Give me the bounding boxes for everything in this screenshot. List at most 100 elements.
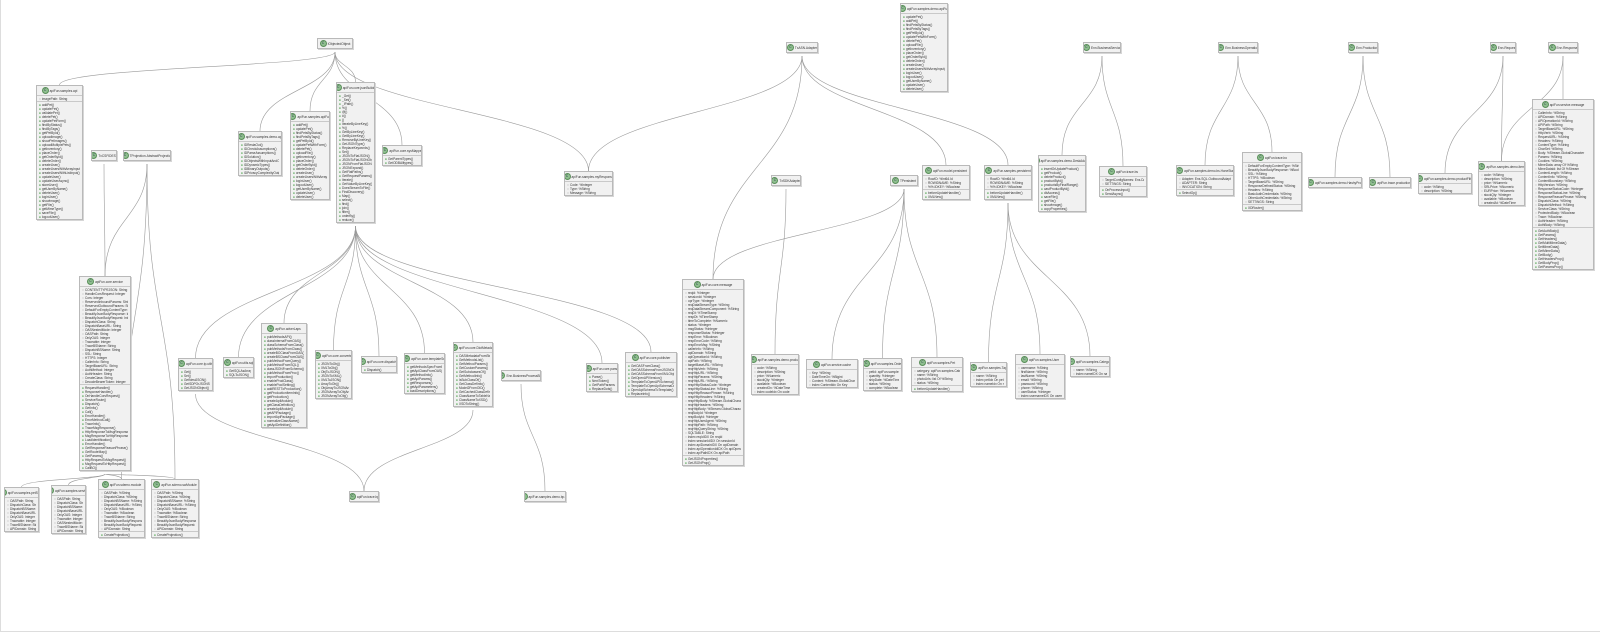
method-visibility-icon: ●: [339, 97, 341, 102]
field-row: ○status: %Integer: [685, 323, 741, 327]
class-name: apiFun.trace.bs: [1116, 169, 1138, 174]
field-text: code: %String: [756, 365, 777, 370]
method-text: %(): [341, 125, 347, 130]
field-text: Type: %String: [569, 186, 590, 191]
method-text: GetByLineKey(): [341, 129, 365, 134]
method-visibility-icon: ●: [1535, 260, 1537, 265]
method-row: ●GetSDPOrJSONString(): [181, 382, 210, 386]
field-row: ○OASPath: String: [54, 497, 83, 501]
class-icon: C: [812, 361, 820, 368]
field-text: targetBaseURL: %String: [687, 362, 723, 367]
class-apifun-samples-demo-productfilter[interactable]: CapiFun.samples.demo.productFilter○code:…: [1418, 173, 1472, 194]
method-row: ●updatePet(): [39, 107, 80, 111]
method-text: CallBO(): [84, 465, 98, 470]
method-row: ●productsByFinalRange(): [1041, 183, 1083, 187]
method-row: ●GetMethodsList(): [456, 358, 490, 362]
field-row: ○index apiOperationIdIDX On apiOperation…: [685, 447, 741, 451]
field-row: ○targetBaseURL: %String: [685, 363, 741, 367]
field-row: ○CONTENTTYPEJSON: String: [82, 288, 128, 292]
inheritance-edge: [59, 51, 336, 86]
method-visibility-icon: ●: [39, 182, 41, 187]
method-row: ●saveFile(): [1041, 195, 1083, 199]
field-visibility-icon: ○: [1481, 188, 1483, 193]
class-name: apiFun.samples.Tag: [978, 365, 1006, 370]
class-icon: C: [1219, 44, 1225, 51]
methods-section: ●JSONToObj()●XMLToObj()●ObjToJSON()●JSON…: [316, 360, 351, 398]
field-visibility-icon: ○: [685, 426, 687, 431]
method-visibility-icon: ●: [82, 445, 84, 450]
field-text: apiOperationId: %String: [687, 354, 722, 359]
method-row: ●createUser(): [293, 171, 327, 175]
field-row: ○ROWIDNAME: %String: [987, 181, 1029, 185]
method-text: GetParams(): [84, 453, 104, 458]
field-text: reqId: %Integer: [687, 290, 710, 295]
inheritance-edge: [355, 225, 380, 357]
class-apifun-samples-demo-deskadapter[interactable]: CapiFun.samples.demo.DeskAdapter●insertO…: [1038, 155, 1086, 212]
class-apifun-utils-sql[interactable]: CapiFun.utils.sql●GetSQLAsArray()●SQLToJ…: [223, 357, 254, 378]
method-visibility-icon: ●: [264, 398, 266, 403]
method-row: ●TemplateToOpenAPISchema(): [628, 380, 674, 384]
method-visibility-icon: ●: [628, 383, 630, 388]
method-row: ●GetOASFromClass(): [628, 364, 674, 368]
class-apifun-core-dictmetadata[interactable]: CapiFun.core.DictMetadata●OASMetadataFro…: [453, 342, 493, 407]
field-visibility-icon: ○: [685, 334, 687, 339]
class-icon: C: [454, 344, 458, 351]
method-row: ●validatePet(): [39, 111, 80, 115]
field-row: ○oprType: %Integer: [685, 299, 741, 303]
field-text: status: %Integer: [687, 322, 711, 327]
method-row: ●JSONArrayToObj(): [318, 394, 349, 398]
method-row: ●updateUser(): [293, 191, 327, 195]
